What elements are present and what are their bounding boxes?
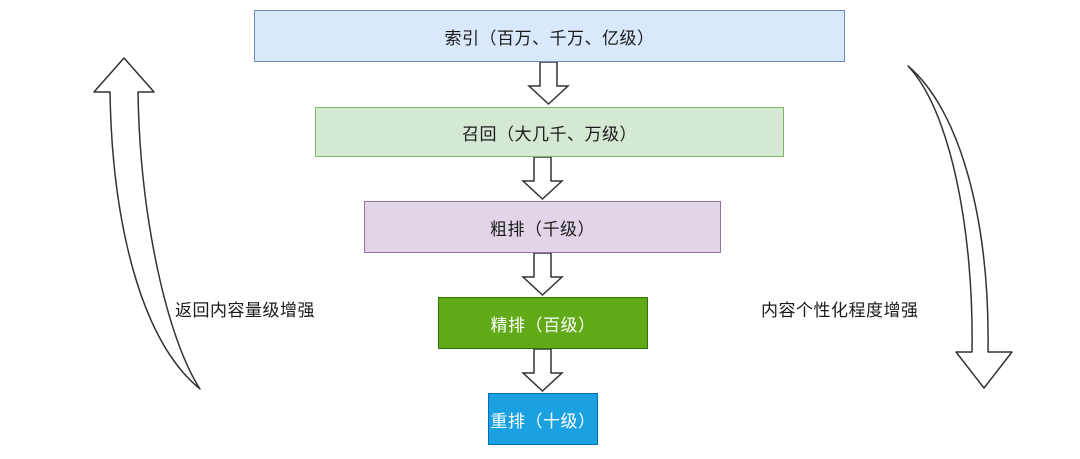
stage-recall-box: 召回（大几千、万级）: [315, 107, 784, 157]
stage-rerank-label: 重排（十级）: [490, 411, 596, 432]
down-arrow-3: [521, 252, 564, 297]
right-curved-down-arrow: [907, 65, 1013, 389]
left-curved-up-arrow: [93, 57, 201, 390]
stage-recall-label: 召回（大几千、万级）: [462, 124, 637, 145]
stage-fine-ranking-label: 精排（百级）: [490, 315, 596, 336]
stage-rerank-box: 重排（十级）: [488, 393, 598, 445]
down-arrow-1: [527, 61, 570, 106]
stage-coarse-ranking-box: 粗排（千级）: [364, 201, 721, 253]
stage-coarse-ranking-label: 粗排（千级）: [490, 219, 595, 240]
right-side-label: 内容个性化程度增强: [761, 301, 919, 321]
down-arrow-4: [521, 348, 564, 393]
stage-index-box: 索引（百万、千万、亿级）: [254, 10, 845, 62]
left-side-label: 返回内容量级增强: [175, 301, 315, 321]
stage-fine-ranking-box: 精排（百级）: [438, 297, 648, 349]
down-arrow-2: [521, 156, 564, 201]
stage-index-label: 索引（百万、千万、亿级）: [444, 28, 655, 49]
